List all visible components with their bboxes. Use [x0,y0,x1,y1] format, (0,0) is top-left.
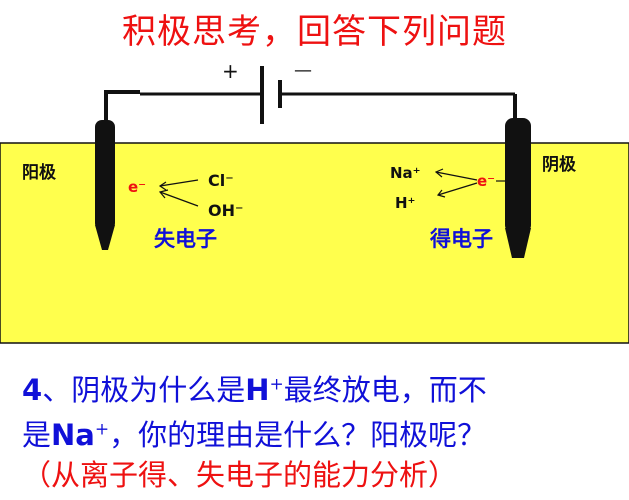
question-charge-h: + [269,374,284,395]
cathode-caption: 得电子 [429,227,493,251]
battery-positive-label: + [222,59,239,83]
circuit-wire [104,90,517,125]
slide-title: 积极思考，回答下列问题 [122,12,507,52]
anode-caption: 失电子 [154,227,217,251]
cathode-ion-h: H⁺ [395,194,415,212]
question-text-2b: ，你的理由是什么？阳极呢？ [109,418,487,452]
electrolysis-diagram: + — 阳极 e⁻ Cl⁻ OH⁻ 失电子 阴极 Na⁺ H⁺ e⁻ [0,59,629,344]
question-charge-na: + [94,419,110,440]
anode-electron: e⁻ [128,178,146,196]
battery-symbol: + — [222,59,312,124]
electrolyte-solution [0,142,629,344]
cathode-ion-na: Na⁺ [390,164,421,182]
question-text-1a: 、阴极为什么是 [42,373,246,407]
question-ion-h: H [245,373,270,407]
question-line-2: 是Na+，你的理由是什么？阳极呢？ [22,412,486,454]
question-number: 4 [22,373,43,407]
anode-ion-cl: Cl⁻ [208,171,234,190]
question-text-2a: 是 [22,418,52,452]
anode-electrode [95,120,115,250]
cathode-label: 阴极 [542,155,576,175]
hint-text: （从离子得、失电子的能力分析） [22,458,458,492]
cathode-electron: e⁻ [477,172,495,190]
cathode-electrode [505,118,531,258]
anode-arrows [158,179,199,207]
cathode-arrows [434,168,505,198]
question-line-1: 4、阴极为什么是H+最终放电，而不 [22,367,487,409]
anode-label: 阳极 [22,163,56,183]
anode-ion-oh: OH⁻ [208,201,243,220]
question-ion-na: Na [51,418,95,452]
battery-negative-label: — [294,60,312,81]
question-text-1b: 最终放电，而不 [283,373,487,407]
